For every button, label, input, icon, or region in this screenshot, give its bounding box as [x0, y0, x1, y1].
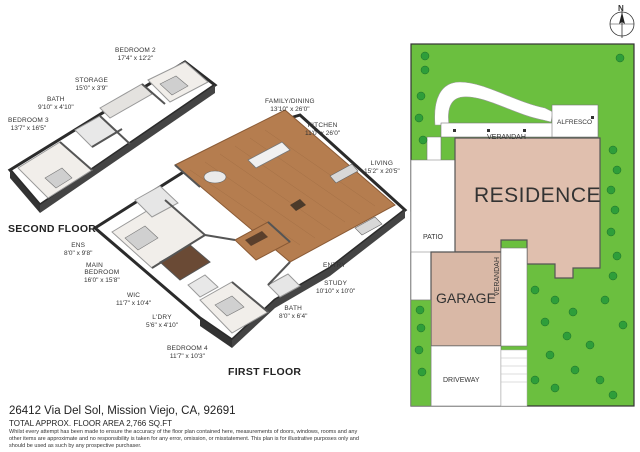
room-label-bedroom2: BEDROOM 2 17'4" x 12'2" — [115, 47, 156, 62]
north-arrow-icon — [609, 10, 635, 38]
room-label-ldry: L'DRY 5'6" x 4'10" — [146, 314, 179, 329]
verandah-top-label: VERANDAH — [487, 134, 526, 141]
first-floor-title: FIRST FLOOR — [228, 366, 302, 378]
room-label-kitchen: KITCHEN 11'0" x 26'0" — [305, 122, 341, 137]
room-label-study: STUDY 10'10" x 10'0" — [316, 280, 356, 295]
total-floor-area: TOTAL APPROX. FLOOR AREA 2,766 SQ.FT — [9, 419, 173, 428]
room-label-ens: ENS 8'0" x 9'8" — [64, 242, 93, 257]
property-address: 26412 Via Del Sol, Mission Viejo, CA, 92… — [9, 405, 236, 417]
north-label: N — [618, 4, 624, 13]
room-label-bath-upper: BATH 9'10" x 4'10" — [38, 96, 74, 111]
residence-label: RESIDENCE — [474, 184, 602, 207]
driveway — [430, 345, 502, 407]
room-label-bath-lower: BATH 8'0" x 6'4" — [279, 305, 308, 320]
disclaimer-text: Whilst every attempt has been made to en… — [9, 429, 359, 449]
garage-label: GARAGE — [436, 290, 496, 306]
room-label-wic: WIC 11'7" x 10'4" — [116, 292, 152, 307]
second-floor-title: SECOND FLOOR — [8, 223, 97, 235]
room-label-family-dining: FAMILY/DINING 13'10" x 26'0" — [265, 98, 315, 113]
room-label-bedroom3: BEDROOM 3 13'7" x 16'5" — [8, 117, 49, 132]
room-label-storage: STORAGE 15'0" x 3'9" — [75, 77, 109, 92]
second-floor-model — [7, 60, 218, 213]
room-label-bedroom4: BEDROOM 4 11'7" x 10'3" — [167, 345, 208, 360]
room-label-living: LIVING 15'2" x 20'5" — [364, 160, 400, 175]
room-label-main-bedroom: MAIN — [86, 262, 104, 269]
first-floor-model — [92, 109, 408, 348]
floorplan-3d-illustration — [7, 60, 408, 348]
room-label-entry: ENTRY — [323, 262, 346, 269]
driveway-label: DRIVEWAY — [443, 377, 480, 384]
alfresco-label: ALFRESCO — [557, 119, 593, 126]
patio-label: PATIO — [423, 234, 443, 241]
verandah-side-label: VERANDAH — [494, 257, 501, 296]
room-label-main-bedroom-dims: BEDROOM 16'0" x 15'8" — [84, 269, 120, 284]
site-plan — [410, 43, 635, 407]
trees — [414, 51, 628, 400]
